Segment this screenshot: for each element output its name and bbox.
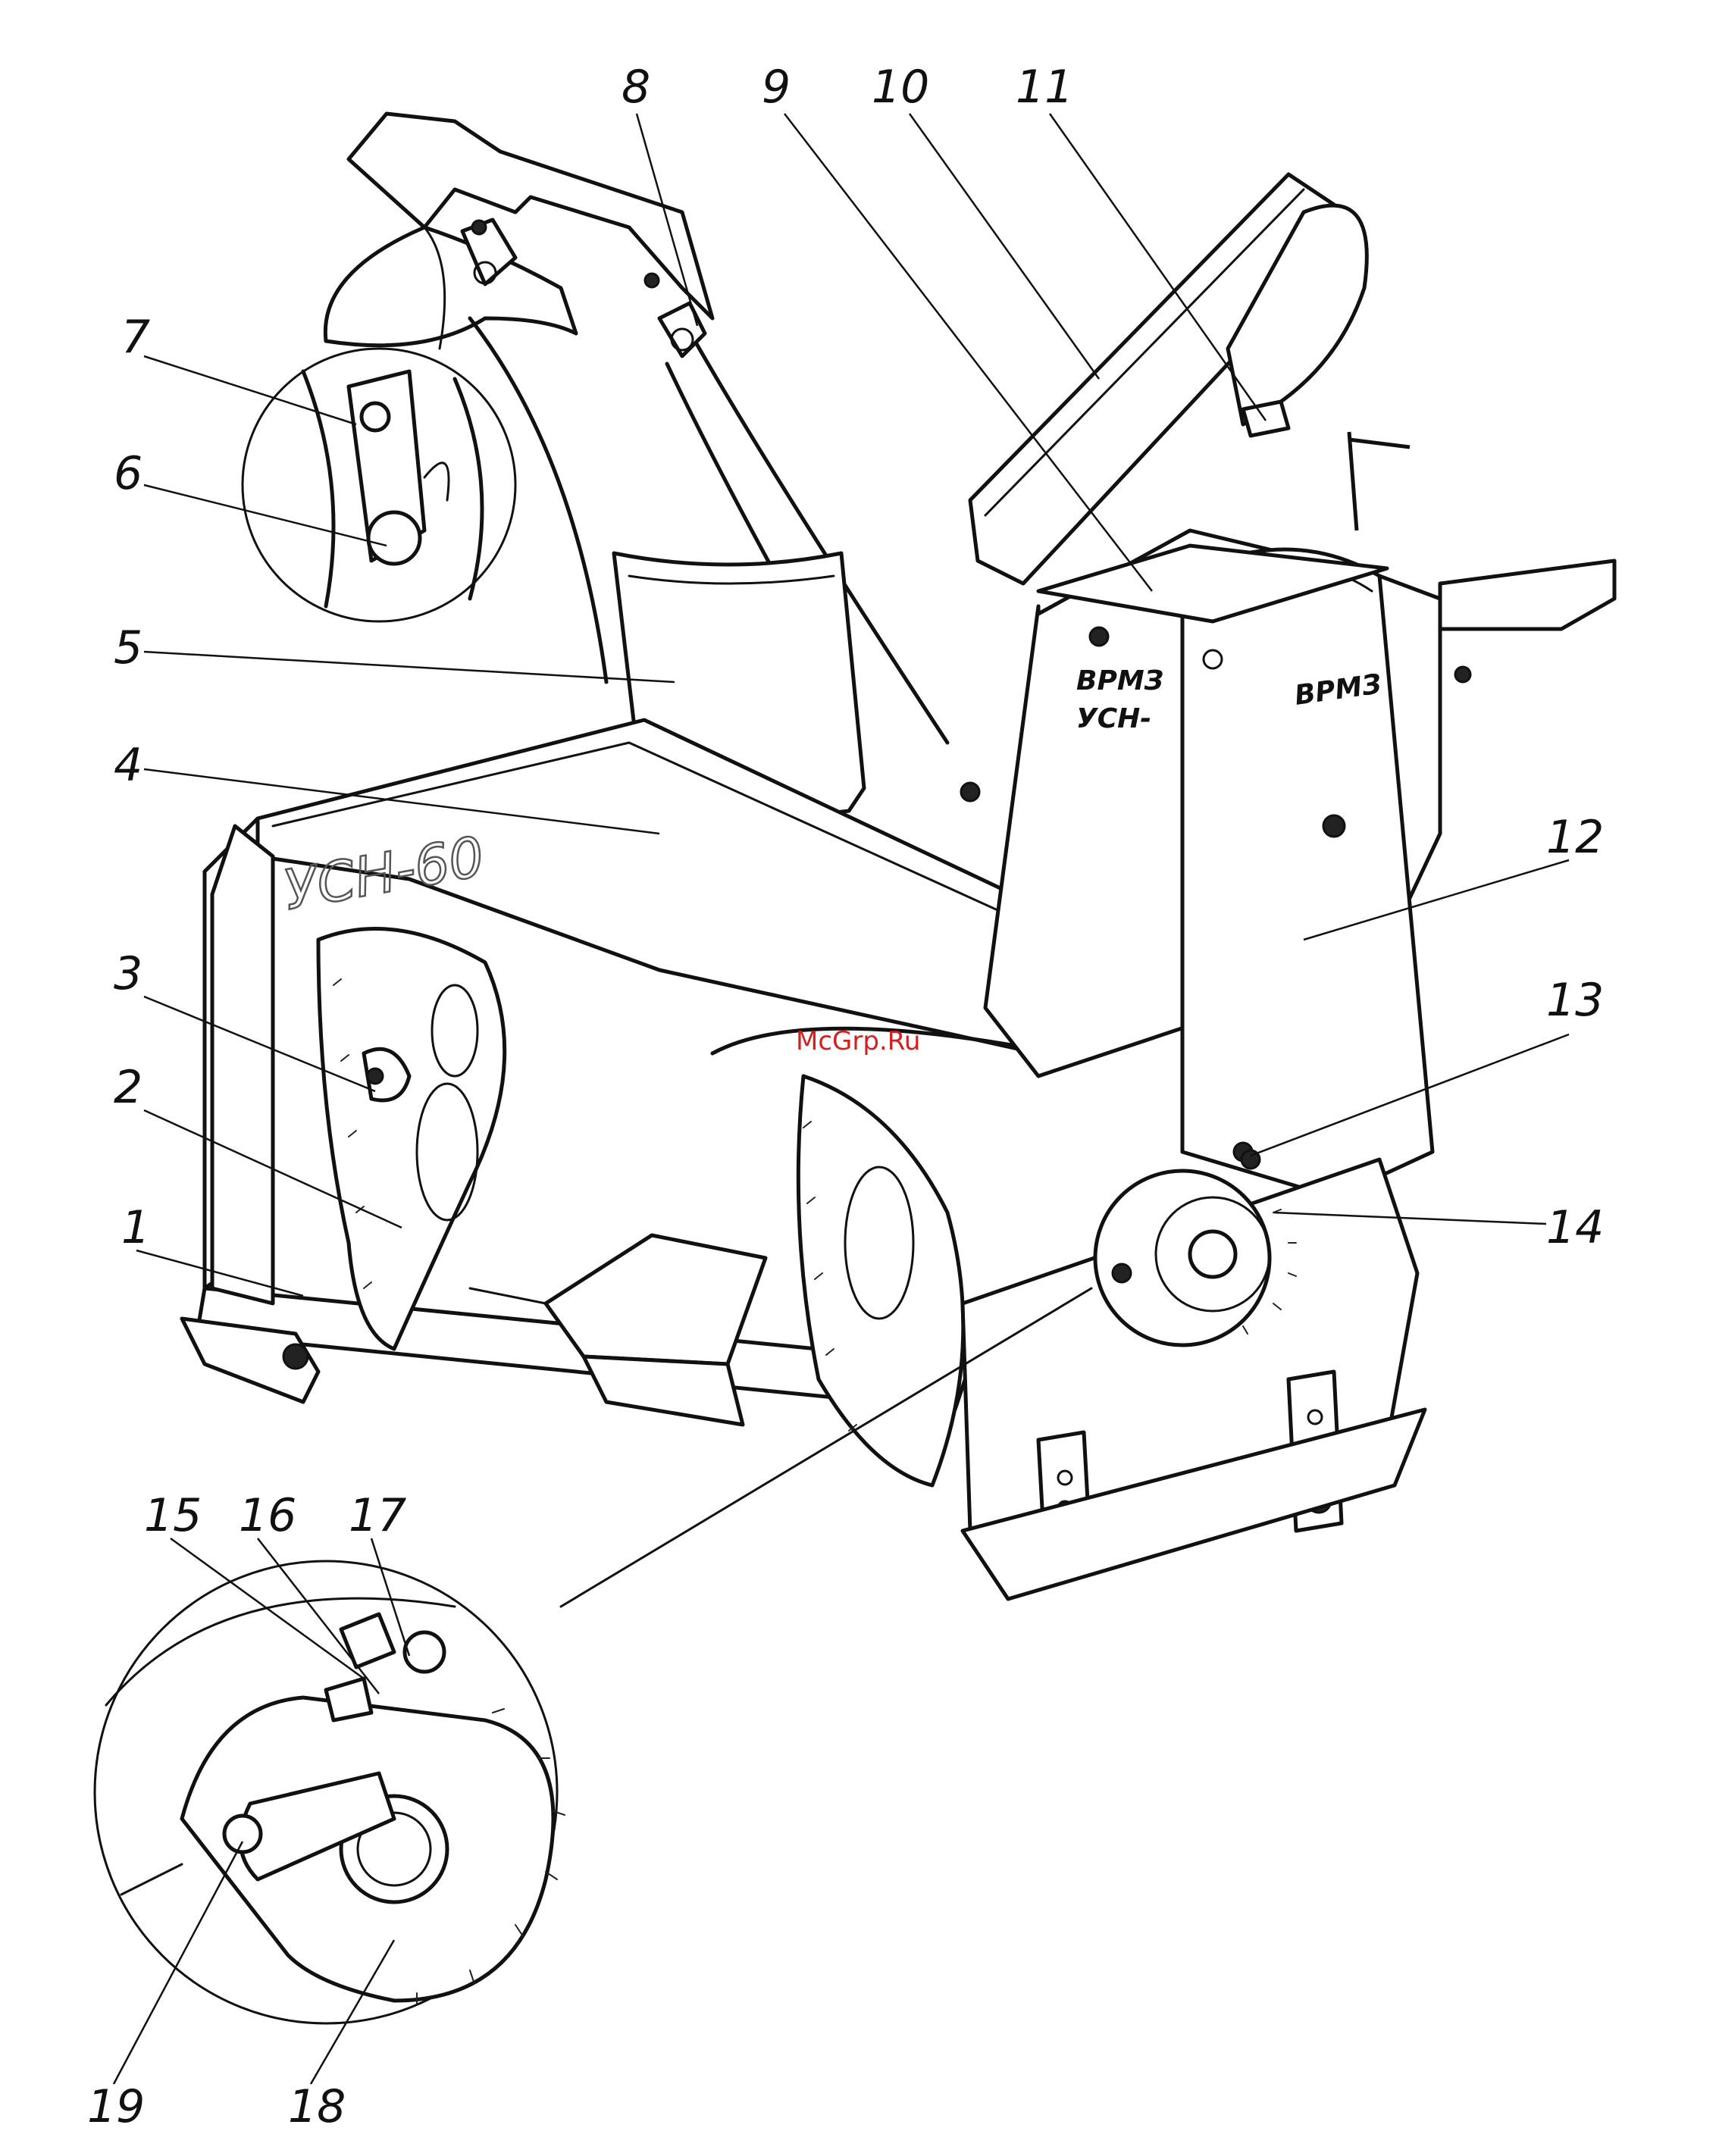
callout-14: 14 xyxy=(1546,1201,1604,1254)
callout-1: 1 xyxy=(121,1201,150,1254)
callout-8: 8 xyxy=(622,61,650,114)
brand-label-side: ВРМЗ xyxy=(1076,665,1163,696)
callout-18: 18 xyxy=(288,2080,346,2133)
callout-6: 6 xyxy=(114,447,142,500)
callout-15: 15 xyxy=(144,1489,202,1542)
callout-12: 12 xyxy=(1546,811,1604,864)
callout-13: 13 xyxy=(1546,974,1604,1027)
auger-left xyxy=(318,928,505,1349)
callout-4: 4 xyxy=(114,739,142,792)
callout-7: 7 xyxy=(121,311,150,364)
callout-3: 3 xyxy=(114,947,142,1000)
callout-16: 16 xyxy=(239,1489,296,1542)
callout-5: 5 xyxy=(114,621,142,674)
callout-19: 19 xyxy=(87,2080,145,2133)
callout-10: 10 xyxy=(872,61,929,114)
watermark: McGrp.Ru xyxy=(796,1026,920,1056)
callout-2: 2 xyxy=(114,1061,142,1114)
auger-right xyxy=(798,1076,963,1485)
callout-17: 17 xyxy=(349,1489,406,1542)
callout-9: 9 xyxy=(762,61,791,114)
belt-guard: ВРМЗ ВРМЗ УСН- xyxy=(985,530,1440,1197)
model-label-side: УСН- xyxy=(1076,703,1151,734)
callout-11: 11 xyxy=(1016,61,1073,114)
